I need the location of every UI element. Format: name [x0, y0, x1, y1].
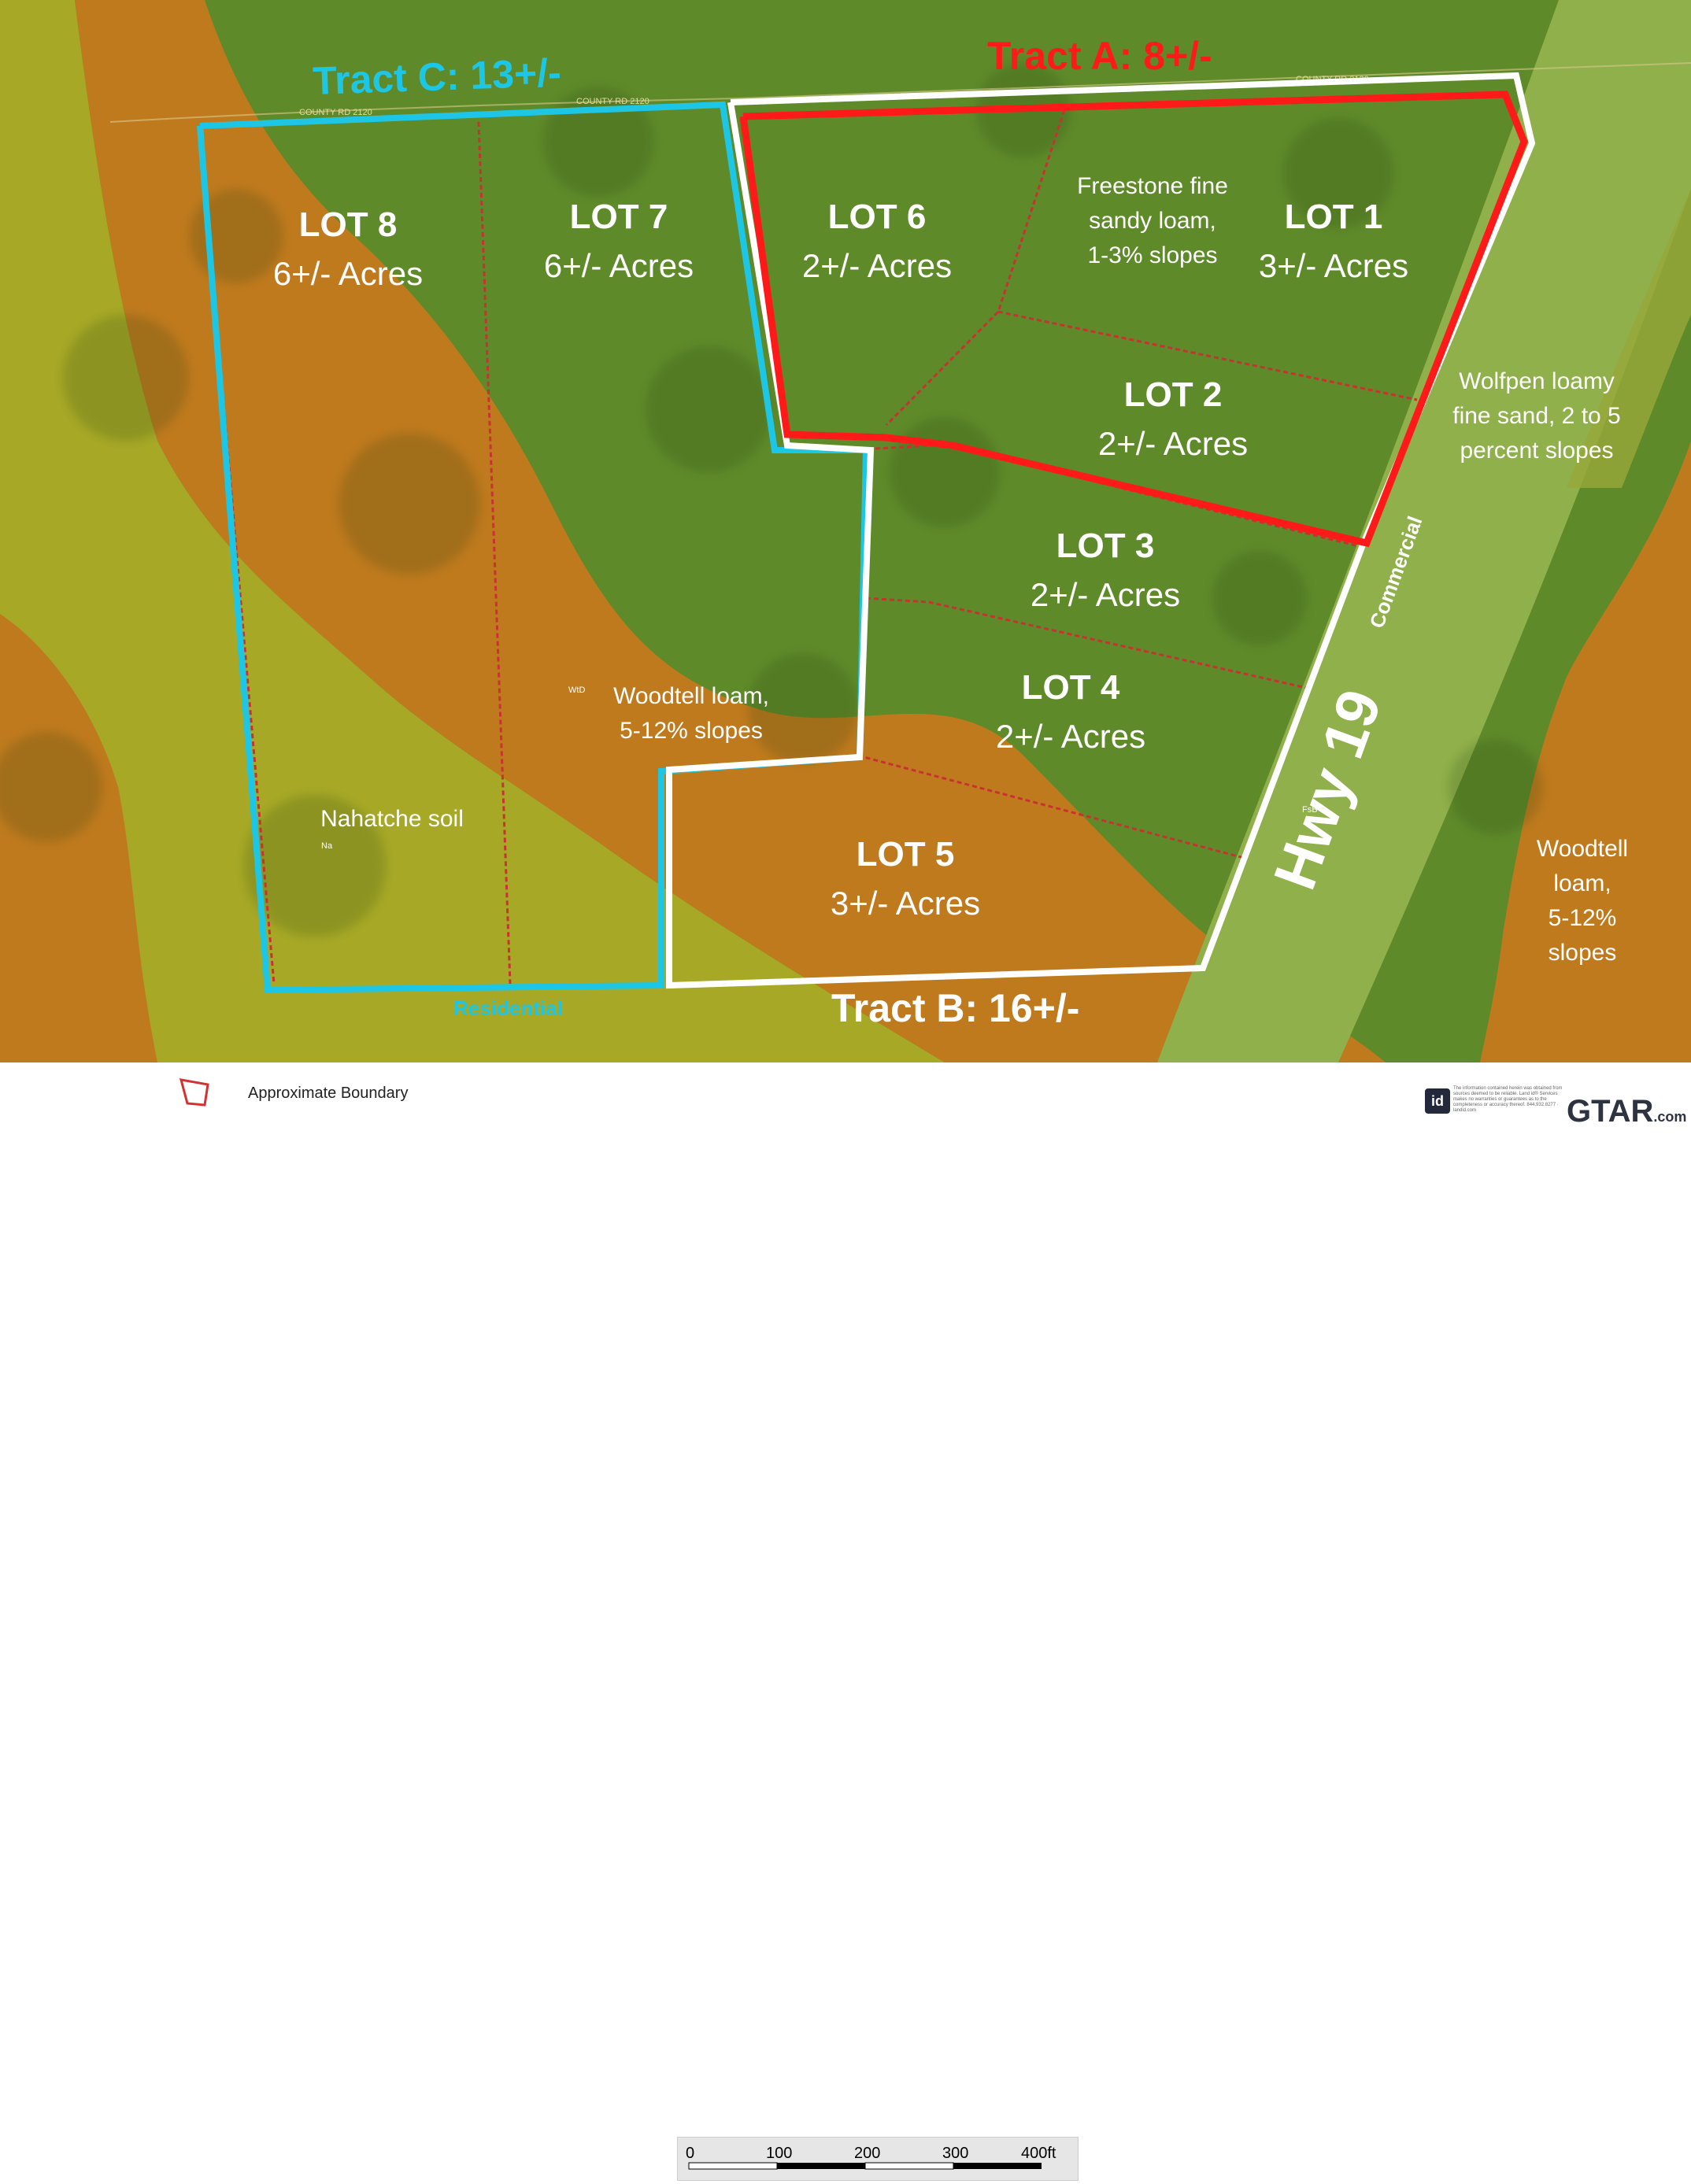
soil-zone-commercial: [1567, 189, 1691, 488]
lot-2-label: LOT 2 2+/- Acres: [1098, 375, 1248, 462]
soil-zone-woodtell-right: [1480, 441, 1691, 1062]
soil-label-woodtell-center: Woodtell loam, 5-12% slopes: [613, 683, 769, 744]
tract-a-label: Tract A: 8+/-: [987, 34, 1212, 78]
scale-tick-100: 100: [766, 2145, 792, 2162]
svg-text:LOT 5: LOT 5: [857, 835, 955, 874]
scale-tick-400: 400ft: [1021, 2145, 1056, 2162]
soil-code-na: Na: [321, 841, 333, 851]
svg-text:fine sand, 2 to 5: fine sand, 2 to 5: [1452, 403, 1621, 429]
svg-text:LOT 8: LOT 8: [299, 205, 398, 244]
tract-b-label: Tract B: 16+/-: [831, 986, 1079, 1030]
soil-zone-nahatche: [0, 0, 945, 1062]
svg-text:LOT 6: LOT 6: [828, 198, 927, 236]
svg-text:LOT 1: LOT 1: [1285, 198, 1383, 236]
soil-code-wtd: WtD: [568, 686, 585, 695]
gtar-brand-suffix: .com: [1653, 1109, 1687, 1125]
svg-text:percent slopes: percent slopes: [1460, 438, 1613, 464]
boundary-polygon-icon: [179, 1078, 209, 1107]
svg-text:6+/- Acres: 6+/- Acres: [273, 255, 423, 292]
soil-label-freestone: Freestone fine sandy loam, 1-3% slopes: [1077, 173, 1228, 268]
svg-text:slopes: slopes: [1549, 940, 1617, 966]
tract-a-boundary: [739, 91, 1528, 548]
county-road-label: COUNTY RD 2120: [299, 108, 372, 117]
tract-c-label: Tract C: 13+/-: [312, 50, 561, 103]
scale-tick-200: 200: [854, 2145, 880, 2162]
tract-b-boundary: [666, 72, 1536, 989]
svg-text:2+/- Acres: 2+/- Acres: [802, 247, 952, 284]
svg-text:3+/- Acres: 3+/- Acres: [831, 885, 980, 922]
svg-text:LOT 3: LOT 3: [1056, 527, 1155, 565]
svg-text:LOT 2: LOT 2: [1124, 375, 1223, 414]
svg-text:2+/- Acres: 2+/- Acres: [996, 718, 1145, 755]
lot-5-label: LOT 5 3+/- Acres: [831, 835, 980, 922]
gtar-logo: GTAR.com: [1567, 1094, 1686, 1129]
svg-text:2+/- Acres: 2+/- Acres: [1031, 576, 1180, 613]
disclaimer-text: The information contained herein was obt…: [1453, 1086, 1563, 1113]
lot-1-label: LOT 1 3+/- Acres: [1259, 198, 1408, 284]
svg-text:LOT 4: LOT 4: [1022, 668, 1120, 707]
lot-8-label: LOT 8 6+/- Acres: [273, 205, 423, 292]
svg-text:Freestone fine: Freestone fine: [1077, 173, 1228, 199]
lot-3-label: LOT 3 2+/- Acres: [1031, 527, 1180, 613]
svg-text:LOT 7: LOT 7: [570, 198, 668, 236]
svg-text:Woodtell: Woodtell: [1537, 836, 1628, 862]
soil-label-woodtell-right: Woodtell loam, 5-12% slopes: [1537, 836, 1628, 966]
soil-label-wolfpen: Wolfpen loamy fine sand, 2 to 5 percent …: [1452, 368, 1621, 464]
soil-zone-woodtell-left: [0, 614, 157, 1062]
zoning-residential-label: Residential: [453, 996, 563, 1020]
lot-7-label: LOT 7 6+/- Acres: [544, 198, 694, 284]
svg-text:6+/- Acres: 6+/- Acres: [544, 247, 694, 284]
svg-text:2+/- Acres: 2+/- Acres: [1098, 425, 1248, 462]
land-id-logo: id: [1425, 1088, 1450, 1114]
soil-label-nahatche: Nahatche soil: [320, 806, 464, 832]
highway-strip: [1157, 0, 1691, 1062]
svg-text:loam,: loam,: [1553, 870, 1611, 896]
parcel-map: COUNTY RD 2120 COUNTY RD 2120 COUNTY RD …: [0, 0, 1691, 1062]
legend-label: Approximate Boundary: [248, 1085, 409, 1102]
lot-4-label: LOT 4 2+/- Acres: [996, 668, 1145, 755]
soil-code-fsb: FsB: [1302, 805, 1318, 815]
scale-tick-300: 300: [942, 2145, 968, 2162]
lot-6-label: LOT 6 2+/- Acres: [802, 198, 952, 284]
gtar-brand-text: GTAR: [1567, 1094, 1654, 1129]
county-road-label-2: COUNTY RD 2120: [576, 97, 649, 106]
svg-text:1-3% slopes: 1-3% slopes: [1087, 242, 1217, 268]
svg-text:3+/- Acres: 3+/- Acres: [1259, 247, 1408, 284]
svg-text:Woodtell loam,: Woodtell loam,: [613, 683, 769, 709]
svg-text:5-12%: 5-12%: [1549, 905, 1617, 931]
scale-tick-0: 0: [686, 2145, 694, 2162]
soil-zone-woodtell: [75, 0, 1386, 1062]
svg-text:sandy loam,: sandy loam,: [1089, 208, 1216, 234]
svg-text:Wolfpen loamy: Wolfpen loamy: [1459, 368, 1615, 394]
scale-bar: 0 100 200 300 400ft: [677, 2137, 1079, 2181]
svg-text:5-12% slopes: 5-12% slopes: [620, 718, 763, 744]
